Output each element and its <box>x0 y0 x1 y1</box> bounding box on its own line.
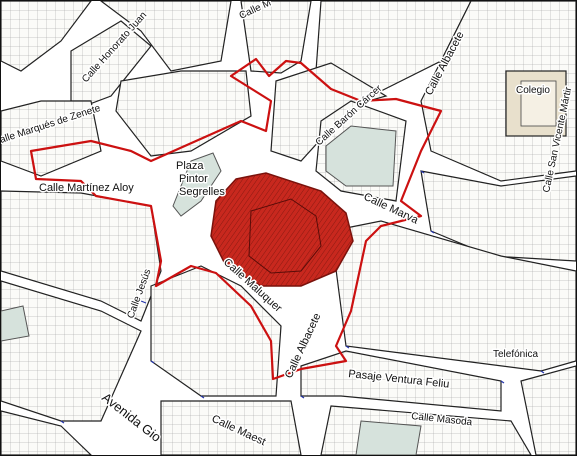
label-calle-martinez-aloy: Calle Martínez Aloy <box>39 182 134 194</box>
block-far-se <box>520 365 576 455</box>
block-top-left <box>1 1 92 72</box>
green-south <box>355 420 422 455</box>
block-south <box>160 400 302 455</box>
label-telefonica: Telefónica <box>493 349 538 360</box>
block-top <box>100 1 232 72</box>
block-west-low <box>1 280 142 422</box>
label-plaza-line2: Pintor <box>179 173 208 185</box>
parcel-marks <box>60 170 545 424</box>
green-areas <box>1 125 422 455</box>
block-honorato <box>115 70 252 157</box>
block-top-right-1 <box>315 1 472 92</box>
plaza-green <box>172 152 222 217</box>
protected-zone-inner <box>248 198 322 274</box>
plan-boundary-line[interactable] <box>29 57 443 381</box>
protected-zone[interactable] <box>210 172 354 287</box>
park-baron <box>325 125 397 187</box>
block-marques <box>1 100 102 177</box>
label-plaza-line1: Plaza <box>176 160 204 172</box>
label-colegio: Colegio <box>516 85 550 96</box>
green-west <box>1 305 30 342</box>
block-far-sw <box>1 410 92 455</box>
colegio-building <box>505 70 567 137</box>
block-top-center <box>240 1 312 74</box>
block-maluquer <box>150 265 282 397</box>
block-albacete-east <box>330 220 576 372</box>
label-plaza-line3: Segrelles <box>179 186 225 198</box>
